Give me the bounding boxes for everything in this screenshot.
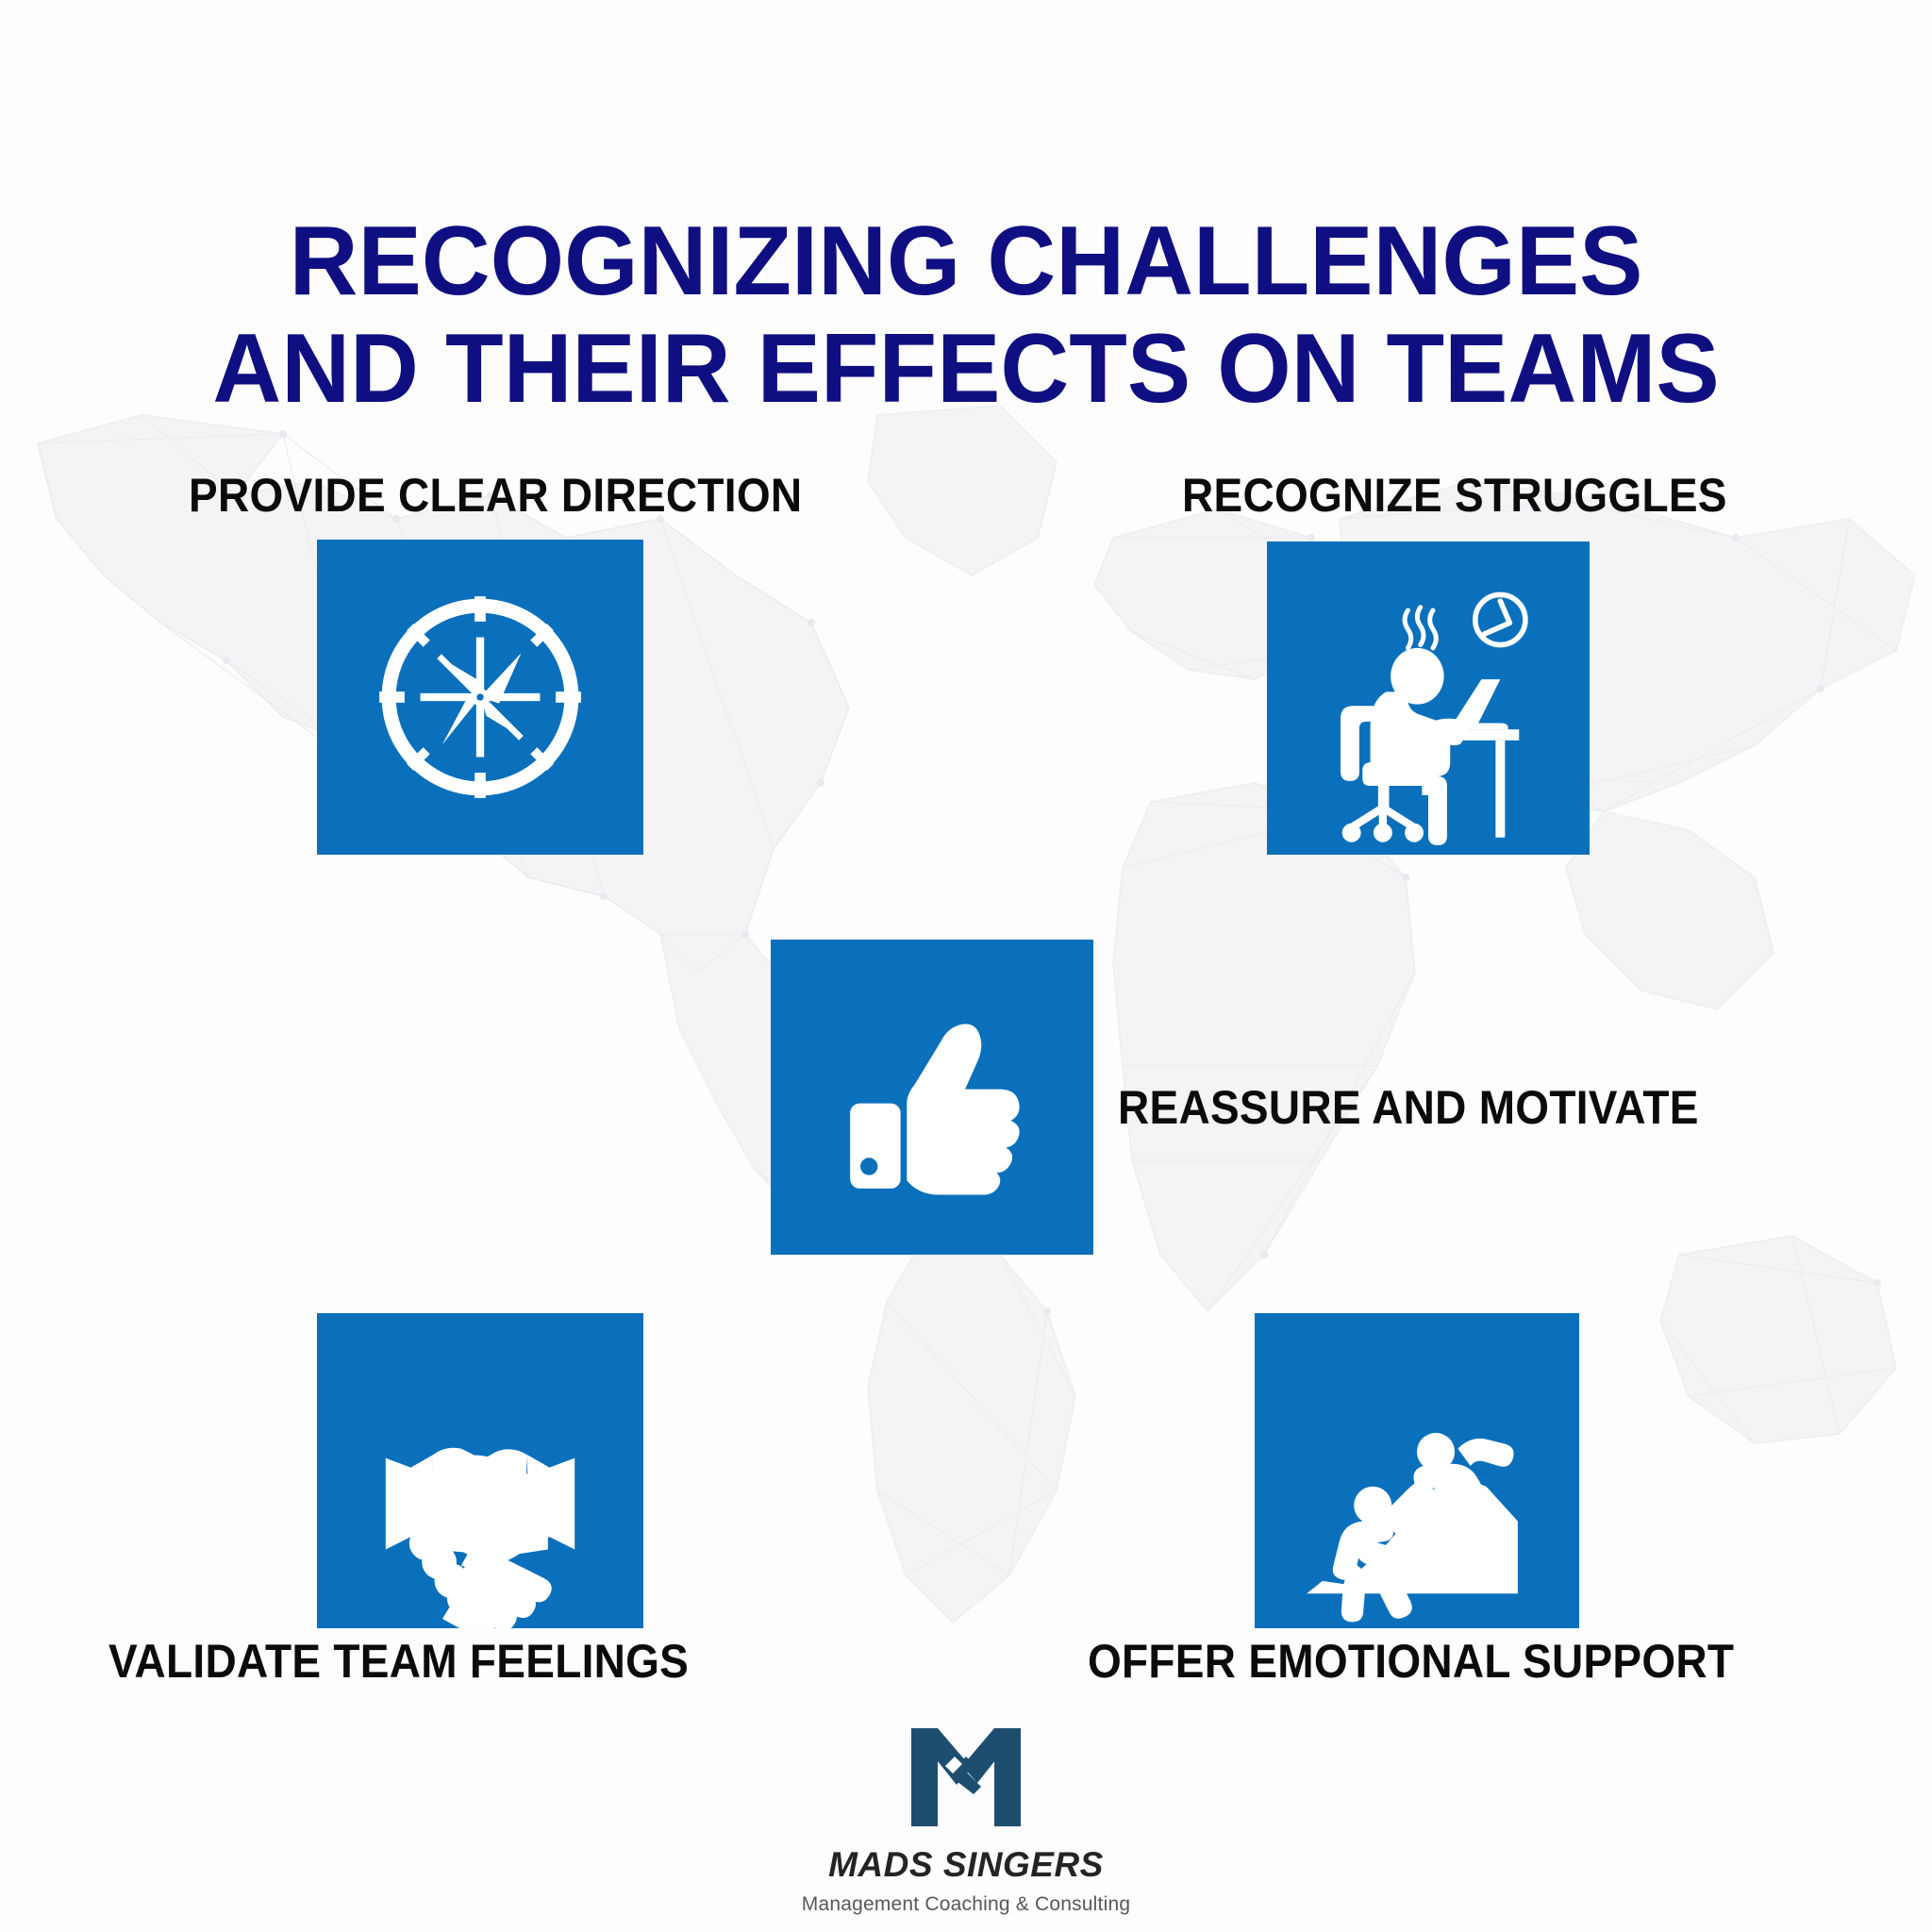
brand-tagline: Management Coaching & Consulting — [801, 1893, 1131, 1915]
icon-tile-offer-emotional-support — [1255, 1313, 1579, 1628]
page-title-line-1: RECOGNIZING CHALLENGES — [289, 206, 1643, 316]
compass-icon — [379, 596, 581, 798]
icon-tile-recognize-struggles — [1267, 541, 1590, 855]
stressed-worker-desk-icon — [1341, 591, 1528, 846]
icon-tile-reassure-and-motivate — [771, 940, 1093, 1255]
helping-hand-climbers-icon — [1307, 1432, 1518, 1623]
handshake-icon — [385, 1447, 575, 1628]
label-provide-clear-direction: PROVIDE CLEAR DIRECTION — [189, 469, 803, 522]
label-reassure-and-motivate: REASSURE AND MOTIVATE — [1118, 1081, 1699, 1134]
icon-tile-validate-team-feelings — [317, 1313, 643, 1628]
thumbs-up-icon — [850, 1024, 1020, 1195]
brand-logo: MADS SINGERS Management Coaching & Consu… — [0, 1724, 1932, 1916]
label-recognize-struggles: RECOGNIZE STRUGGLES — [1182, 469, 1727, 522]
page-title: RECOGNIZING CHALLENGES AND THEIR EFFECTS… — [29, 206, 1904, 425]
brand-name: MADS SINGERS — [828, 1845, 1104, 1884]
icon-tile-provide-clear-direction — [317, 540, 643, 855]
label-validate-team-feelings: VALIDATE TEAM FEELINGS — [108, 1635, 690, 1688]
m-monogram-icon — [911, 1728, 1021, 1826]
label-offer-emotional-support: OFFER EMOTIONAL SUPPORT — [1088, 1635, 1735, 1688]
page-title-line-2: AND THEIR EFFECTS ON TEAMS — [212, 314, 1720, 425]
